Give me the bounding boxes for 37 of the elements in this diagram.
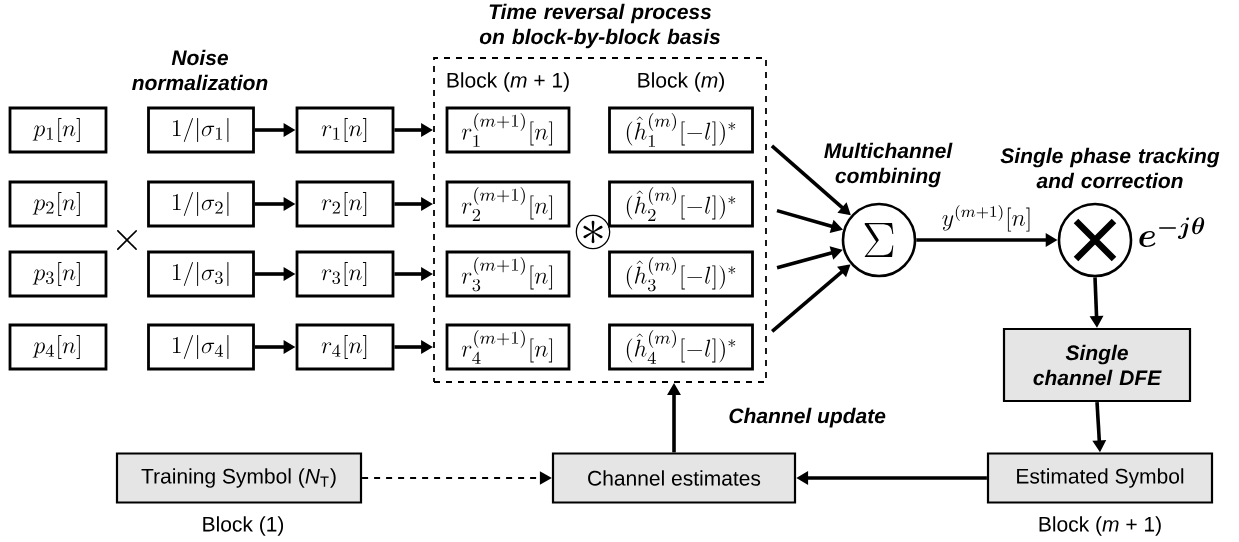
signal-box: $r_3[n]$ [295, 250, 395, 298]
signal-box: $r_2[n]$ [295, 180, 395, 228]
signal-box: $1/|\sigma_3|$ [147, 250, 255, 298]
convolution-symbol: $\circledast$ [575, 214, 611, 250]
signal-box: $(\hat{h}_4^{(m)}[-l])^*$ [608, 323, 754, 371]
signal-box: $1/|\sigma_1|$ [147, 106, 255, 154]
signal-box: $r_2^{(m+1)}[n]$ [445, 180, 571, 228]
edge-label: Channel update [726, 405, 888, 430]
signal-box: $r_4^{(m+1)}[n]$ [445, 323, 571, 371]
signal-box: $(\hat{h}_2^{(m)}[-l])^*$ [608, 180, 754, 228]
process-box: Training Symbol (N$_{T}$) [115, 452, 363, 504]
process-box: Channel estimates [551, 452, 797, 504]
signal-box: $p_4[n]$ [8, 323, 108, 371]
signal-box: $r_3^{(m+1)}[n]$ [445, 250, 571, 298]
signal-box: $r_1^{(m+1)}[n]$ [445, 106, 571, 154]
signal-box: $(\hat{h}_3^{(m)}[-l])^*$ [608, 250, 754, 298]
heading: Noise normalization [132, 49, 268, 91]
multiply-sign: $\times$ [116, 230, 137, 250]
signal-box: $1/|\sigma_4|$ [147, 323, 255, 371]
column-label: Block (m) [638, 72, 724, 92]
column-label: Block (m + 1) [447, 72, 569, 92]
block-label: Block (m + 1) [1039, 516, 1161, 536]
signal-box: $p_2[n]$ [8, 180, 108, 228]
heading: Single phase tracking and correction [1000, 147, 1220, 189]
block-label: Block (1) [203, 516, 284, 536]
signal-box: $p_1[n]$ [8, 106, 108, 154]
heading: Time reversal process on block-by-block basis [479, 3, 721, 49]
signal-box: $r_1[n]$ [295, 106, 395, 154]
process-box: Estimated Symbol [986, 452, 1214, 504]
signal-box: $(\hat{h}_1^{(m)}[-l])^*$ [608, 106, 754, 154]
signal-box: $p_3[n]$ [8, 250, 108, 298]
signal-box: $r_4[n]$ [295, 323, 395, 371]
heading: Multichannel combining [824, 142, 953, 188]
edge-label: $y^{(m+1)}[n]$ [939, 202, 1035, 234]
phase-term: $e^{-j\theta}$ [1139, 217, 1205, 247]
signal-box: $1/|\sigma_2|$ [147, 180, 255, 228]
process-box: Single channel DFE [1002, 327, 1192, 403]
